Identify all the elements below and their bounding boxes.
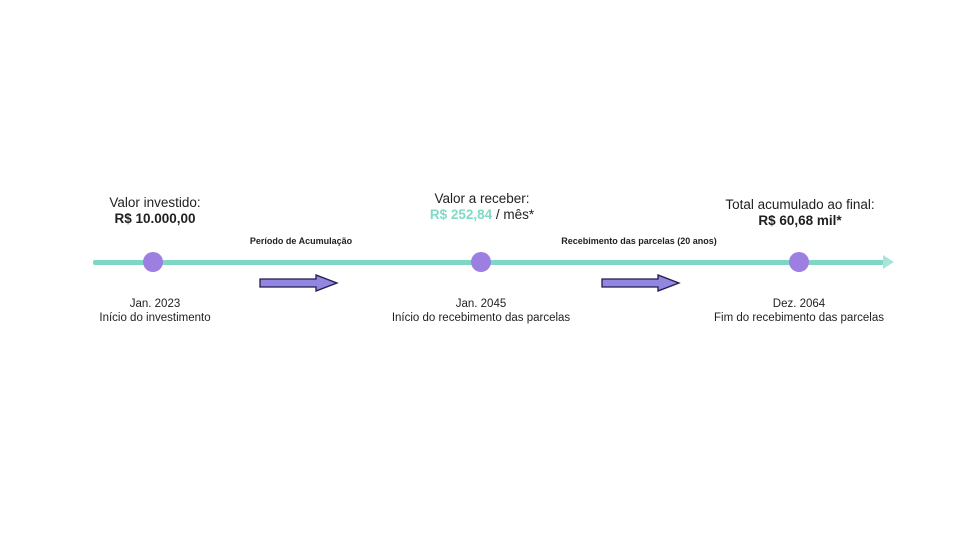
- annotation-invested-value: R$ 10.000,00: [114, 211, 196, 226]
- milestone-dot-middle: [471, 252, 491, 272]
- milestone-label-start: Jan. 2023 Início do investimento: [35, 297, 275, 325]
- milestone-middle-description: Início do recebimento das parcelas: [391, 312, 571, 324]
- annotation-receivable-value: R$ 252,84: [429, 207, 493, 222]
- annotation-receivable-value-line: R$ 252,84 / mês*: [362, 207, 602, 223]
- milestone-dot-start: [143, 252, 163, 272]
- milestone-start-date: Jan. 2023: [129, 298, 181, 310]
- annotation-invested: Valor investido: R$ 10.000,00: [35, 195, 275, 227]
- milestone-end-date: Dez. 2064: [772, 298, 826, 310]
- annotation-receivable-suffix: / mês*: [492, 207, 535, 222]
- timeline-arrowhead-icon: [883, 255, 894, 269]
- flow-arrow-accumulation-icon: [259, 274, 339, 292]
- milestone-label-end: Dez. 2064 Fim do recebimento das parcela…: [649, 297, 949, 325]
- milestone-end-description: Fim do recebimento das parcelas: [713, 312, 885, 324]
- annotation-receivable-title: Valor a receber:: [434, 191, 530, 206]
- annotation-total-value: R$ 60,68 mil*: [758, 213, 842, 228]
- milestone-start-description: Início do investimento: [99, 312, 211, 324]
- annotation-invested-title: Valor investido:: [109, 195, 201, 210]
- flow-arrow-receiving-icon: [601, 274, 681, 292]
- milestone-dot-end: [789, 252, 809, 272]
- annotation-receivable: Valor a receber: R$ 252,84 / mês*: [362, 191, 602, 223]
- annotation-total-title: Total acumulado ao final:: [725, 197, 875, 212]
- milestone-label-middle: Jan. 2045 Início do recebimento das parc…: [331, 297, 631, 325]
- segment-label-receiving: Recebimento das parcelas (20 anos): [561, 236, 717, 246]
- segment-label-accumulation: Período de Acumulação: [249, 236, 353, 246]
- milestone-middle-date: Jan. 2045: [455, 298, 507, 310]
- annotation-total: Total acumulado ao final: R$ 60,68 mil*: [680, 197, 920, 229]
